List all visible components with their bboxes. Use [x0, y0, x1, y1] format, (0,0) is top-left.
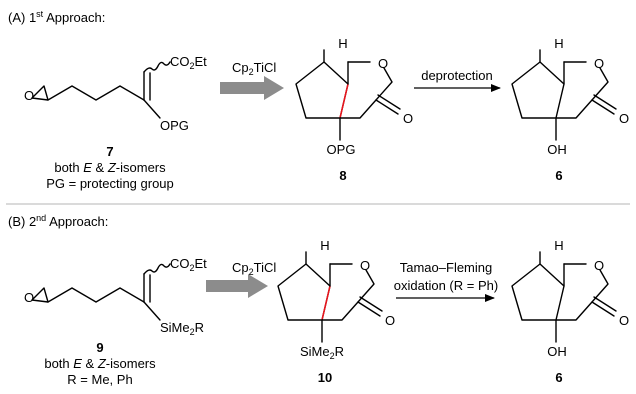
reagent-label: Cp2TiCl [232, 60, 276, 77]
reaction-arrow-a1: Cp2TiCl [220, 60, 284, 100]
h-label: H [554, 36, 563, 51]
protecting-group-caption: PG = protecting group [46, 176, 174, 191]
reaction-arrow-b1: Cp2TiCl [206, 260, 276, 298]
carbonyl-oxygen: O [385, 313, 395, 328]
epoxide-oxygen: O [24, 290, 34, 305]
product-8: H O O OPG 8 [295, 36, 413, 183]
h-label: H [320, 238, 329, 253]
approach-a-heading: (A) 1st Approach: [8, 9, 105, 25]
reaction-arrow-b2: Tamao–Fleming oxidation (R = Ph) [394, 260, 498, 302]
h-label: H [554, 238, 563, 253]
reagent-label: Cp2TiCl [232, 260, 276, 277]
oh-label: OH [547, 344, 567, 359]
final-product-6: H O O OH 6 [511, 238, 629, 385]
ring-oxygen: O [378, 56, 388, 71]
approach-b-heading: (B) 2nd Approach: [8, 213, 108, 229]
epoxide-oxygen: O [24, 88, 34, 103]
silyl-label: SiMe2R [300, 344, 344, 361]
compound-number: 6 [555, 370, 562, 385]
carbonyl-oxygen: O [403, 111, 413, 126]
step-label-line1: Tamao–Fleming [400, 260, 493, 275]
ester-label: CO2Et [170, 256, 207, 273]
opg-label: OPG [327, 142, 356, 157]
substrate-7: O CO2Et OPG 7 both E & Z-isomers PG = pr… [24, 54, 207, 191]
isomer-caption: both E & Z-isomers [54, 160, 166, 175]
carbonyl-oxygen: O [619, 313, 629, 328]
compound-number: 8 [339, 168, 346, 183]
oh-label: OH [547, 142, 567, 157]
compound-number: 9 [96, 340, 103, 355]
compound-number: 6 [555, 168, 562, 183]
substrate-9: O CO2Et SiMe2R 9 both E & Z-isomers R = … [24, 256, 207, 387]
silyl-label: SiMe2R [160, 320, 204, 337]
opg-label: OPG [160, 118, 189, 133]
ester-label: CO2Et [170, 54, 207, 71]
compound-number: 10 [318, 370, 332, 385]
step-label: deprotection [421, 68, 493, 83]
final-product-6: H O O OH 6 [511, 36, 629, 183]
h-label: H [338, 36, 347, 51]
compound-number: 7 [106, 144, 113, 159]
step-label-line2: oxidation (R = Ph) [394, 278, 498, 293]
ring-oxygen: O [594, 258, 604, 273]
product-10: H O O SiMe2R 10 [277, 238, 395, 385]
ring-oxygen: O [594, 56, 604, 71]
r-group-caption: R = Me, Ph [67, 372, 132, 387]
carbonyl-oxygen: O [619, 111, 629, 126]
ring-oxygen: O [360, 258, 370, 273]
reaction-arrow-a2: deprotection [414, 68, 501, 92]
isomer-caption: both E & Z-isomers [44, 356, 156, 371]
